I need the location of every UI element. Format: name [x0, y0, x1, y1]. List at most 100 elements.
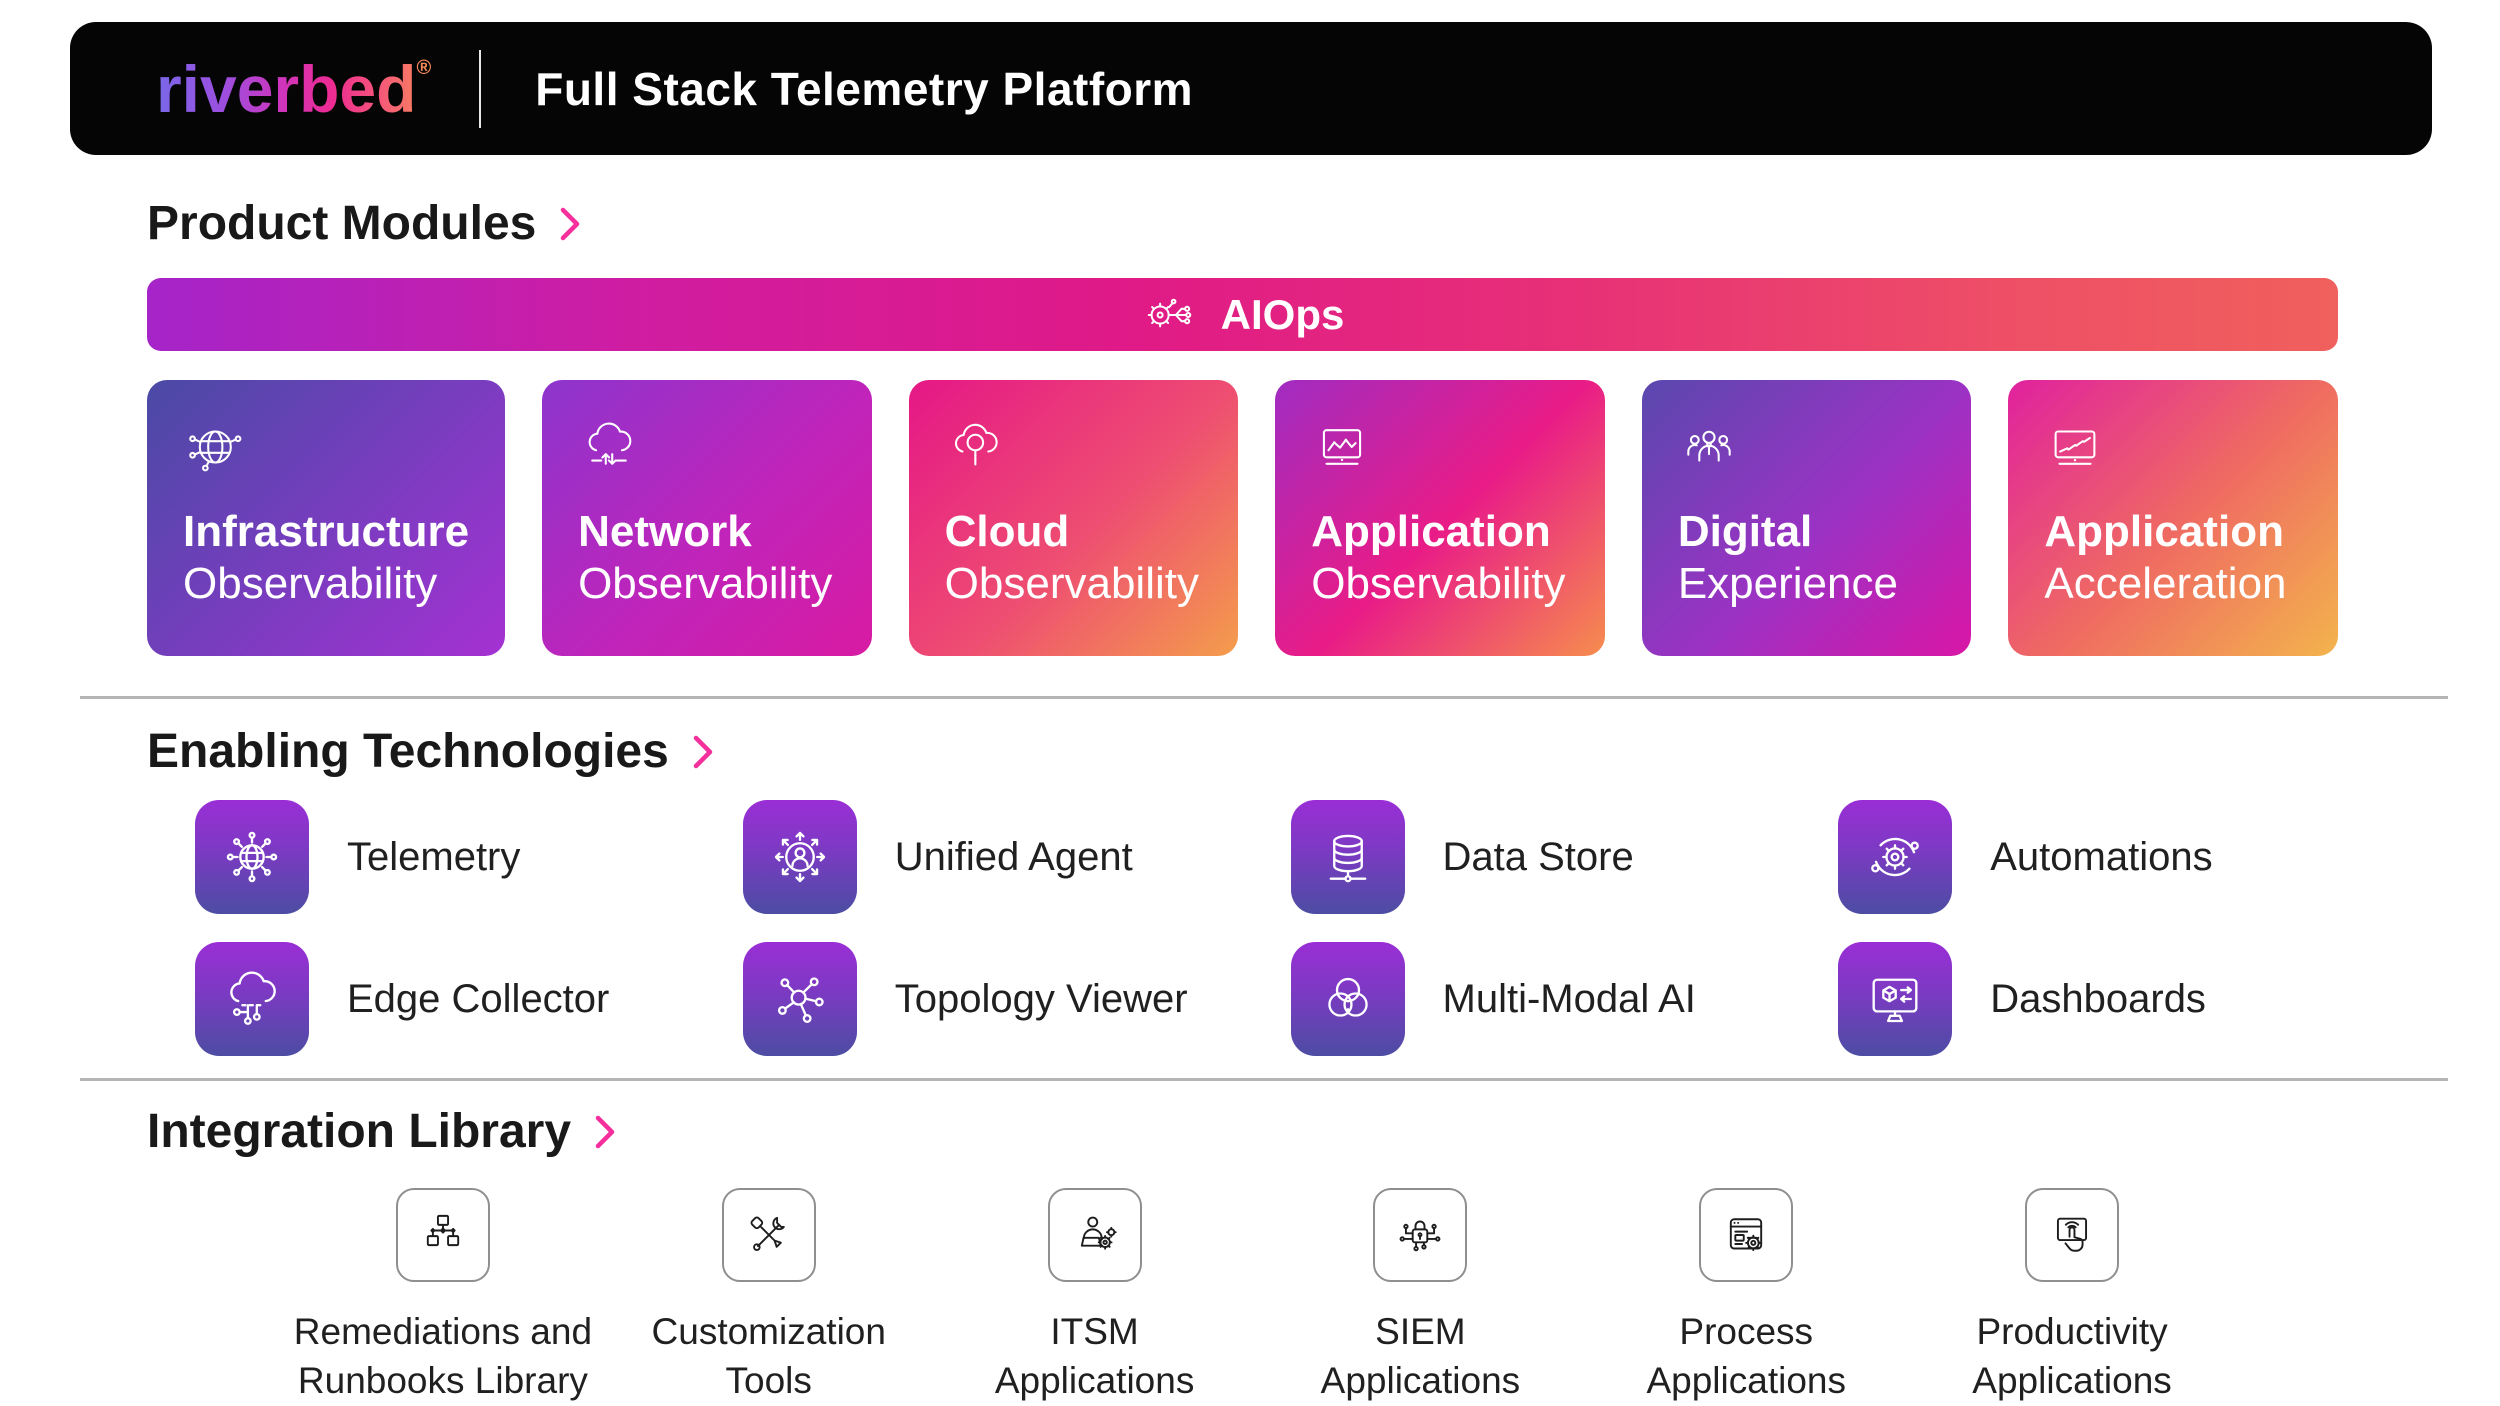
product-modules-heading-label: Product Modules	[147, 197, 537, 250]
tools-icon	[750, 1216, 785, 1251]
product-card-application-acceleration[interactable]: Application Acceleration	[2008, 380, 2338, 656]
integration-item-label: ITSM Applications	[994, 1311, 1195, 1401]
topology-nodes-icon	[777, 977, 824, 1023]
enabling-item-label: Automations	[1990, 834, 2213, 879]
enabling-item-label: Edge Collector	[347, 976, 610, 1021]
enabling-technologies-heading[interactable]: Enabling Technologies	[147, 724, 717, 779]
integration-item-siem-applications[interactable]: SIEM Applications	[1257, 1188, 1583, 1406]
integration-item-process-applications[interactable]: Process Applications	[1583, 1188, 1909, 1406]
chevron-right-icon	[693, 735, 713, 768]
automations-tile	[1838, 800, 1953, 914]
cloud-search-icon	[954, 423, 998, 466]
enabling-item-label: Data Store	[1442, 834, 1634, 879]
dashboard-monitor-icon	[1872, 978, 1918, 1023]
topology-viewer-tile	[742, 942, 857, 1056]
integration-library-row: Remediations and Runbooks Library Custom…	[280, 1188, 2235, 1406]
aiops-label: AIOps	[1220, 290, 1345, 338]
enabling-technologies-heading-label: Enabling Technologies	[147, 725, 669, 778]
chevron-right-icon	[561, 207, 580, 240]
header-bar: riverbed® Full Stack Telemetry Platform	[70, 22, 2432, 155]
enabling-item-automations[interactable]: Automations	[1790, 800, 2338, 914]
product-cards-row: Infrastructure Observability Network Obs…	[147, 380, 2338, 656]
enabling-technologies-grid: Telemetry Unified Agent Data Store	[147, 800, 2338, 1056]
customization-tools-tile	[721, 1188, 816, 1282]
card-title-line2: Observability	[944, 558, 1199, 608]
header-divider	[479, 49, 482, 128]
registered-trademark: ®	[416, 56, 432, 79]
enabling-item-telemetry[interactable]: Telemetry	[147, 800, 695, 914]
aiops-gear-circuit-icon	[1147, 298, 1191, 327]
product-modules-heading[interactable]: Product Modules	[147, 196, 584, 251]
card-title-line2: Observability	[578, 558, 833, 608]
riverbed-logo: riverbed®	[156, 51, 432, 126]
product-card-digital-experience[interactable]: Digital Experience	[1641, 380, 1972, 656]
card-title-line1: Application	[2044, 507, 2284, 556]
enabling-item-label: Multi-Modal AI	[1442, 976, 1696, 1021]
productivity-tile	[2025, 1188, 2120, 1282]
globe-network-icon	[189, 430, 242, 472]
touch-hand-icon	[2057, 1217, 2088, 1252]
integration-item-productivity-applications[interactable]: Productivity Applications	[1909, 1188, 2235, 1406]
card-title-line1: Infrastructure	[183, 507, 470, 556]
cloud-transfer-icon	[588, 422, 632, 465]
card-title-line1: Cloud	[944, 507, 1070, 556]
enabling-item-label: Unified Agent	[894, 834, 1133, 879]
multi-modal-ai-tile	[1290, 942, 1405, 1056]
process-tile	[1699, 1188, 1794, 1282]
section-divider	[80, 1078, 2448, 1081]
integration-item-remediations-runbooks[interactable]: Remediations and Runbooks Library	[280, 1188, 606, 1406]
product-card-application-observability[interactable]: Application Observability	[1275, 380, 1605, 656]
person-gears-icon	[1080, 1216, 1117, 1250]
enabling-item-label: Dashboards	[1990, 976, 2206, 1021]
itsm-tile	[1047, 1188, 1142, 1282]
card-title-line2: Acceleration	[2044, 558, 2287, 608]
card-title-line1: Network	[578, 507, 752, 556]
integration-item-label: Remediations and Runbooks Library	[293, 1311, 593, 1401]
enabling-item-label: Topology Viewer	[894, 976, 1188, 1021]
enabling-item-data-store[interactable]: Data Store	[1243, 800, 1791, 914]
integration-library-heading-label: Integration Library	[147, 1105, 572, 1158]
remediations-tile	[395, 1188, 490, 1282]
monitor-trend-icon	[2054, 430, 2096, 465]
enabling-item-dashboards[interactable]: Dashboards	[1790, 942, 2338, 1056]
integration-library-heading[interactable]: Integration Library	[147, 1104, 619, 1159]
chevron-right-icon	[595, 1115, 615, 1148]
telemetry-globe-icon	[226, 831, 278, 883]
section-divider	[80, 696, 2448, 699]
enabling-item-label: Telemetry	[347, 834, 521, 879]
agent-arrows-icon	[774, 831, 825, 883]
page-title: Full Stack Telemetry Platform	[535, 62, 1194, 115]
org-chart-icon	[426, 1214, 460, 1247]
lock-circuit-icon	[1399, 1220, 1441, 1252]
enabling-item-topology-viewer[interactable]: Topology Viewer	[695, 942, 1243, 1056]
data-store-tile	[1290, 800, 1405, 914]
integration-item-itsm-applications[interactable]: ITSM Applications	[932, 1188, 1258, 1406]
integration-item-customization-tools[interactable]: Customization Tools	[606, 1188, 932, 1406]
enabling-item-edge-collector[interactable]: Edge Collector	[147, 942, 695, 1056]
monitor-chart-icon	[1323, 429, 1362, 465]
aiops-bar[interactable]: AIOps	[147, 278, 2338, 351]
venn-circles-icon	[1327, 977, 1368, 1017]
product-card-infrastructure-observability[interactable]: Infrastructure Observability	[147, 380, 506, 656]
card-title-line1: Digital	[1677, 507, 1813, 556]
product-card-network-observability[interactable]: Network Observability	[542, 380, 872, 656]
integration-item-label: Process Applications	[1646, 1311, 1846, 1401]
telemetry-tile	[195, 800, 309, 914]
window-gear-icon	[1730, 1218, 1763, 1252]
siem-tile	[1373, 1188, 1468, 1282]
edge-collector-tile	[195, 942, 309, 1056]
cloud-collector-icon	[230, 971, 276, 1025]
card-title-line2: Observability	[1311, 558, 1566, 608]
users-group-icon	[1687, 430, 1731, 462]
database-icon	[1329, 834, 1366, 883]
gear-orbit-icon	[1871, 837, 1920, 877]
integration-item-label: SIEM Applications	[1320, 1311, 1521, 1401]
unified-agent-tile	[742, 800, 857, 914]
product-card-cloud-observability[interactable]: Cloud Observability	[908, 380, 1239, 656]
enabling-item-unified-agent[interactable]: Unified Agent	[695, 800, 1243, 914]
card-title-line2: Experience	[1677, 558, 1898, 608]
card-title-line1: Application	[1311, 507, 1551, 556]
enabling-item-multi-modal-ai[interactable]: Multi-Modal AI	[1243, 942, 1791, 1056]
integration-item-label: Productivity Applications	[1972, 1311, 2172, 1401]
card-title-line2: Observability	[183, 558, 438, 608]
